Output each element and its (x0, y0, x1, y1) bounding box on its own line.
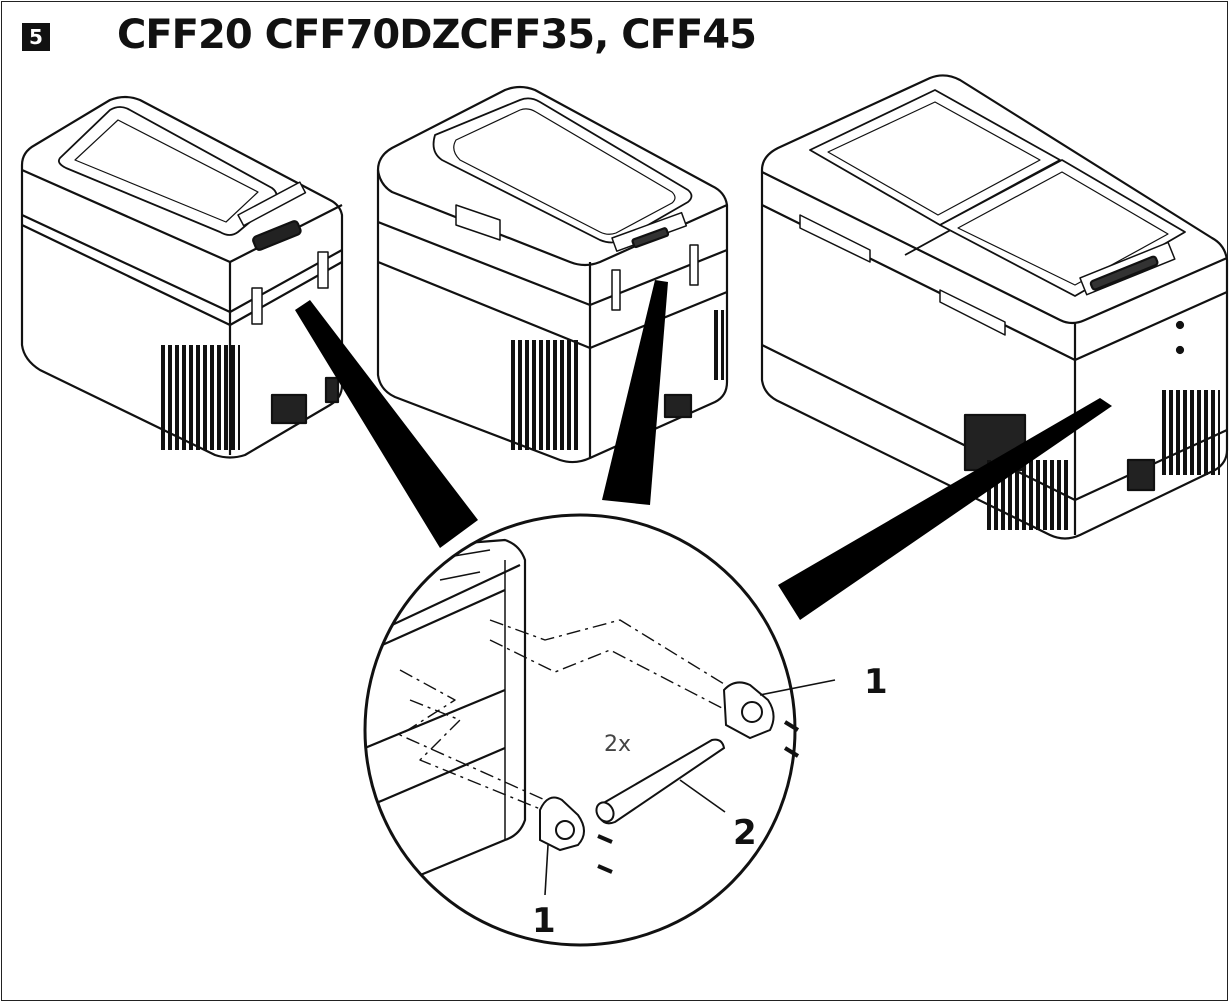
rod (595, 738, 726, 825)
quantity-label: 2x (604, 732, 632, 757)
figure-title: CFF20 CFF70DZCFF35, CFF45 (117, 12, 757, 58)
detail-magnifier (363, 513, 836, 947)
medium-fridge-illustration (376, 85, 729, 464)
large-fridge-illustration (760, 74, 1229, 540)
zoom-cones (295, 280, 1112, 620)
callout-bracket-bottom: 1 (532, 901, 556, 941)
bracket-top (722, 681, 800, 758)
bracket-bottom (539, 796, 613, 874)
callout-rod: 2 (733, 813, 757, 853)
step-number-badge: 5 (22, 23, 50, 51)
small-fridge-illustration (20, 95, 344, 459)
leader-lines (544, 679, 836, 896)
callout-bracket-top: 1 (864, 662, 888, 702)
figure-header: 5 CFF20 CFF70DZCFF35, CFF45 (22, 10, 757, 60)
